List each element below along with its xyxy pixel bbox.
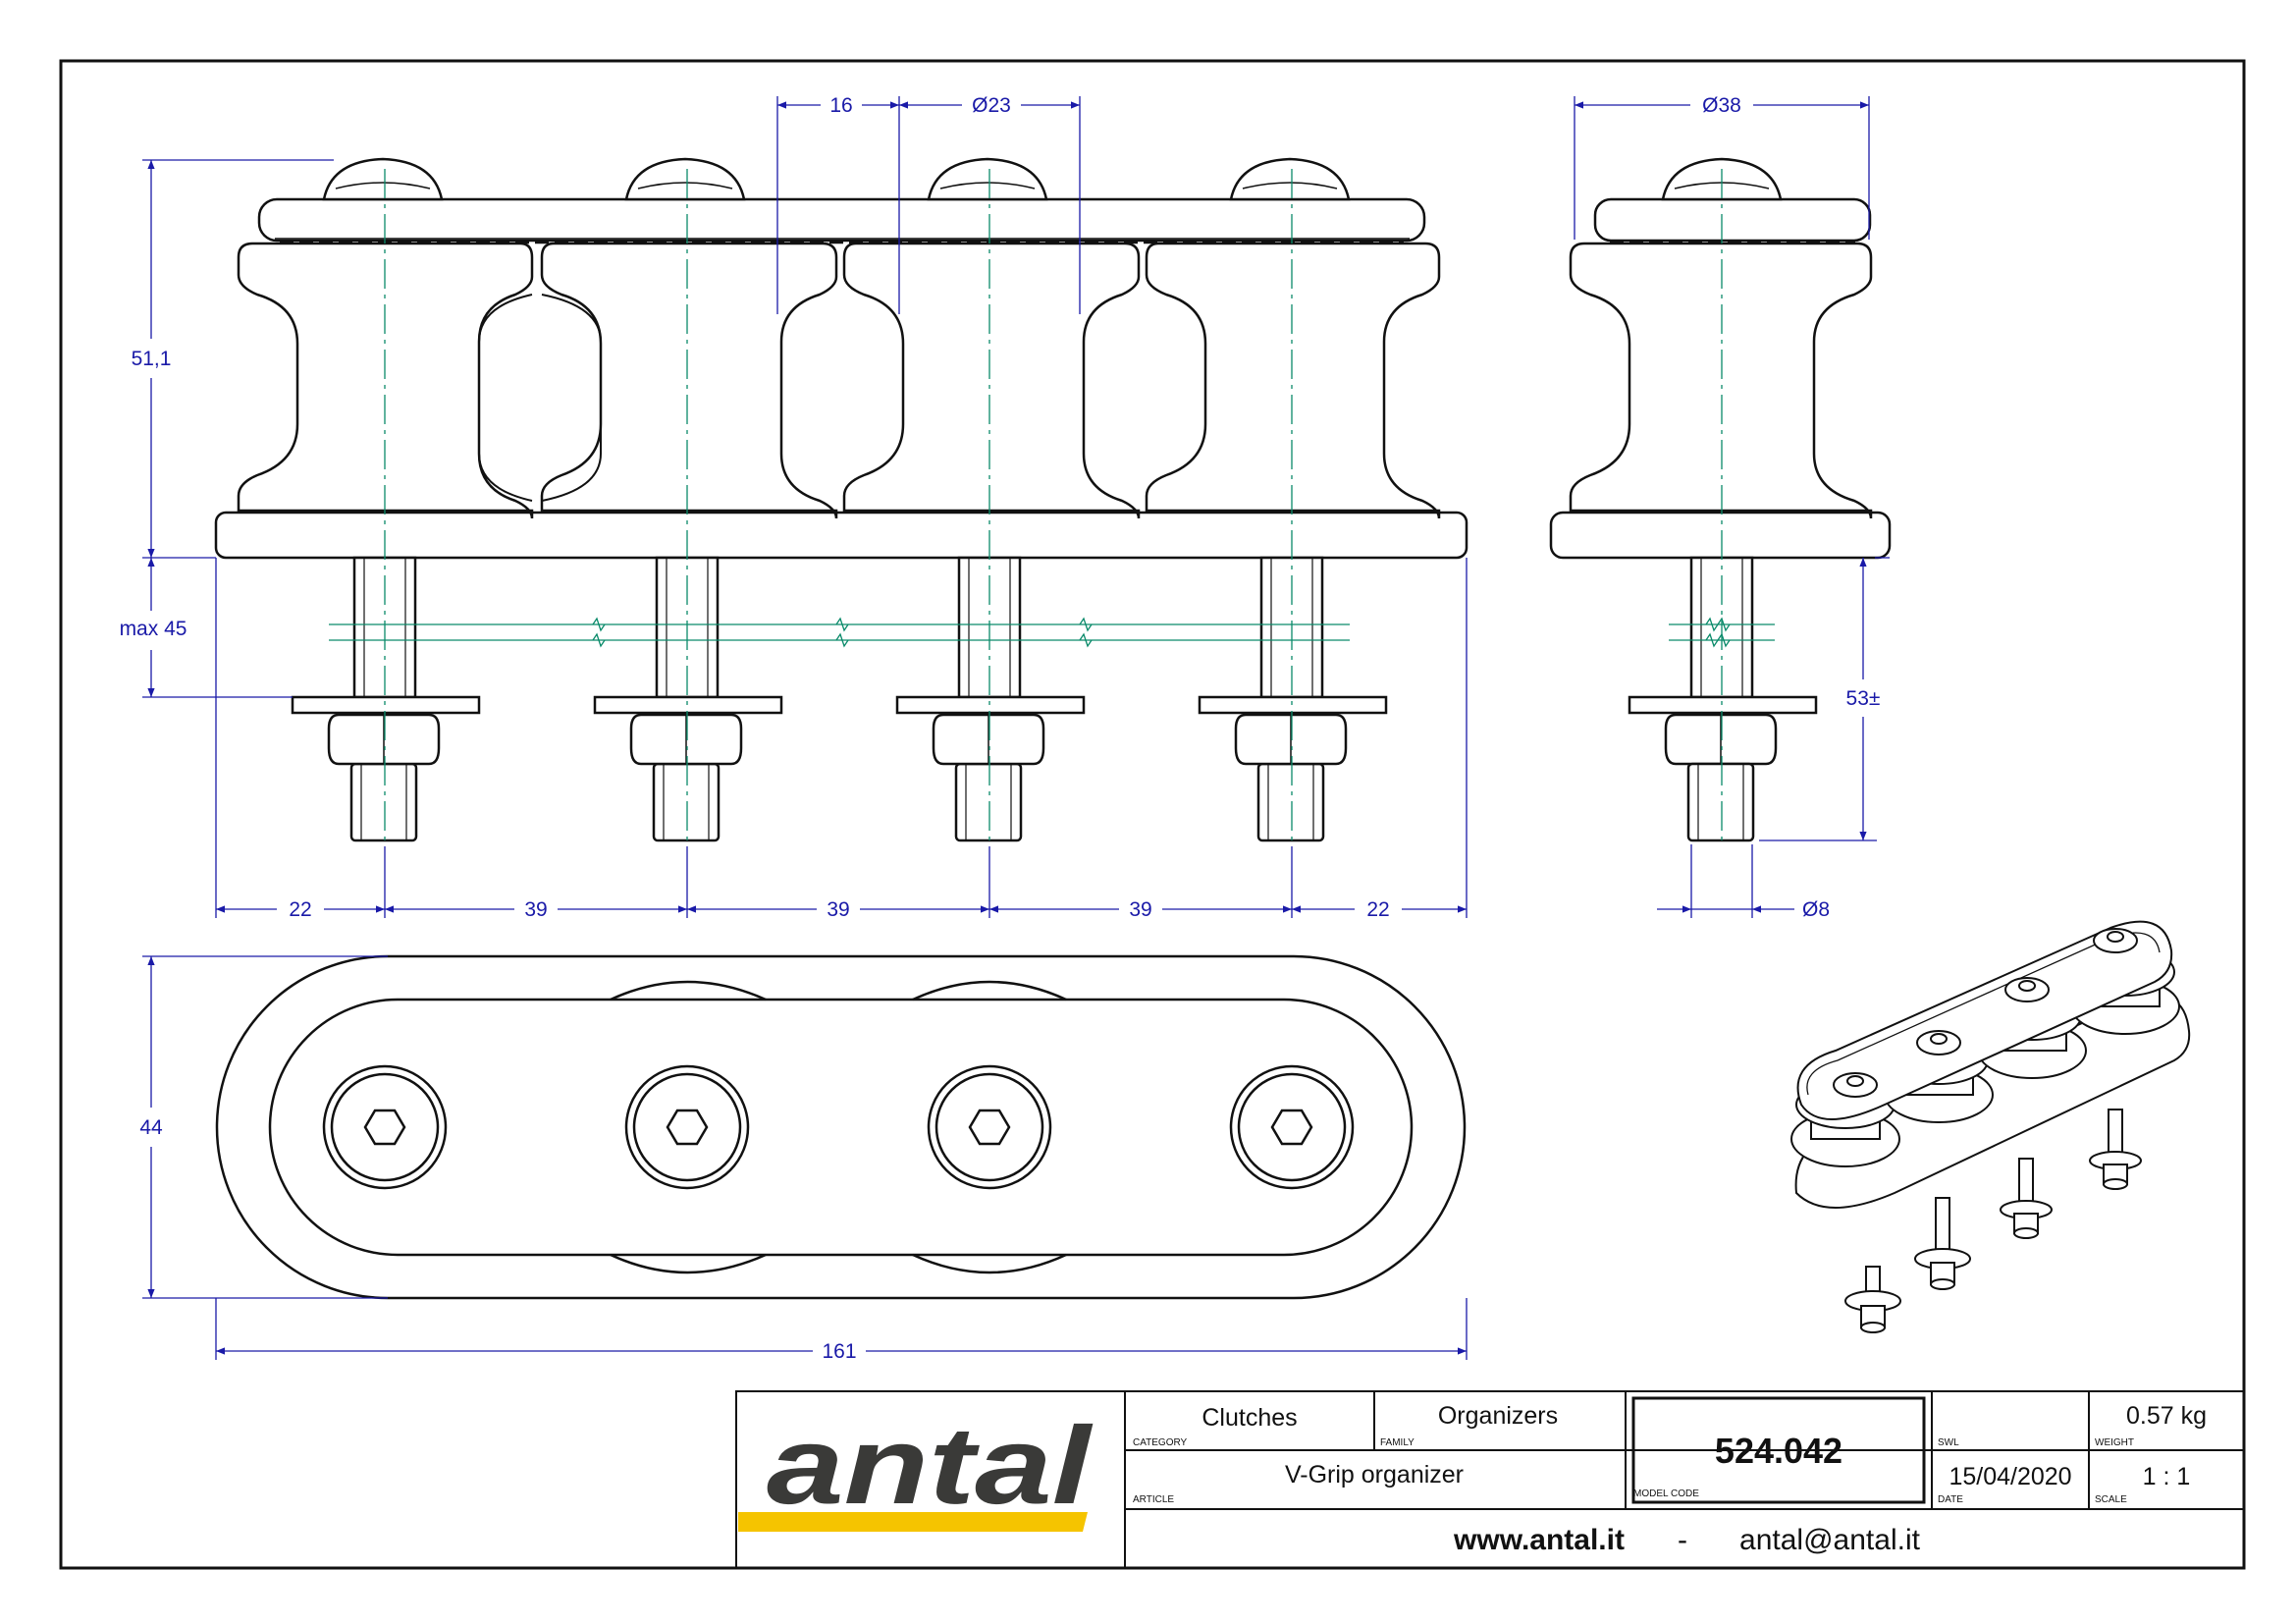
dim-44: 44 bbox=[139, 1116, 163, 1139]
side-top-plate bbox=[1593, 197, 1872, 243]
iso-top-plate bbox=[1796, 920, 2173, 1120]
dim-53: 53± bbox=[1846, 687, 1881, 710]
weight-label: WEIGHT bbox=[2095, 1437, 2134, 1448]
antal-logo: antal bbox=[738, 1404, 1095, 1532]
top-plate-outline bbox=[268, 998, 1414, 1257]
side-centerlines bbox=[1669, 169, 1775, 846]
dim-39-a: 39 bbox=[524, 898, 547, 921]
front-spool-4 bbox=[1145, 242, 1441, 519]
date-label: DATE bbox=[1938, 1494, 1963, 1505]
category-value: Clutches bbox=[1201, 1404, 1297, 1432]
dim-39-c: 39 bbox=[1129, 898, 1151, 921]
front-washers bbox=[291, 695, 1388, 715]
title-block bbox=[735, 1390, 2245, 1569]
logo-yellow-stripe bbox=[738, 1512, 1088, 1532]
scale-label: SCALE bbox=[2095, 1494, 2127, 1505]
front-screw-head-2 bbox=[624, 157, 746, 201]
front-rods bbox=[349, 556, 1325, 842]
front-screw-head-4 bbox=[1229, 157, 1351, 201]
dim-161: 161 bbox=[822, 1340, 856, 1363]
front-base-plate bbox=[214, 511, 1468, 560]
model-code-label: MODEL CODE bbox=[1633, 1489, 1699, 1499]
top-outer-outline bbox=[215, 954, 1467, 1300]
side-view bbox=[1549, 157, 1892, 842]
dimension-labels: 16 Ø23 Ø38 51,1 max 45 53± 22 39 39 39 2… bbox=[120, 94, 1881, 1363]
top-screw-heads bbox=[322, 1064, 1355, 1190]
isometric-view bbox=[1790, 920, 2191, 1333]
model-code-value: 524.042 bbox=[1715, 1431, 1842, 1471]
date-value: 15/04/2020 bbox=[1949, 1463, 2071, 1490]
weight-value: 0.57 kg bbox=[2126, 1402, 2207, 1430]
front-centerlines bbox=[329, 169, 1350, 846]
top-view bbox=[215, 954, 1467, 1300]
dim-22-left: 22 bbox=[289, 898, 311, 921]
dim-51-1: 51,1 bbox=[132, 348, 172, 370]
family-label: FAMILY bbox=[1380, 1437, 1415, 1448]
front-top-plate bbox=[257, 197, 1426, 243]
dim-diameter-8: Ø8 bbox=[1802, 898, 1830, 921]
front-screw-head-1 bbox=[322, 157, 444, 201]
article-value: V-Grip organizer bbox=[1285, 1461, 1464, 1489]
dim-diameter-23: Ø23 bbox=[972, 94, 1011, 117]
category-label: CATEGORY bbox=[1133, 1437, 1188, 1448]
logo-text: antal bbox=[767, 1404, 1095, 1527]
swl-label: SWL bbox=[1938, 1437, 1959, 1448]
dim-16: 16 bbox=[829, 94, 852, 117]
side-spool bbox=[1569, 242, 1873, 519]
dim-diameter-38: Ø38 bbox=[1702, 94, 1741, 117]
front-view bbox=[214, 157, 1468, 842]
dim-22-right: 22 bbox=[1366, 898, 1389, 921]
contact-separator: - bbox=[1678, 1524, 1687, 1556]
title-block-text: Clutches CATEGORY Organizers FAMILY V-Gr… bbox=[1133, 1402, 2207, 1556]
dimension-lines bbox=[142, 96, 1890, 1360]
family-value: Organizers bbox=[1438, 1402, 1558, 1430]
email-link[interactable]: antal@antal.it bbox=[1739, 1524, 1921, 1556]
front-spool-2 bbox=[540, 242, 838, 519]
dim-max-45: max 45 bbox=[120, 618, 187, 640]
dim-39-b: 39 bbox=[827, 898, 849, 921]
front-screw-head-3 bbox=[927, 157, 1048, 201]
scale-value: 1 : 1 bbox=[2143, 1463, 2191, 1490]
side-base-plate bbox=[1549, 511, 1892, 560]
website-link[interactable]: www.antal.it bbox=[1453, 1524, 1625, 1556]
front-nuts bbox=[327, 713, 1348, 766]
front-spool-3 bbox=[842, 242, 1141, 519]
front-spool-1 bbox=[237, 242, 534, 519]
article-label: ARTICLE bbox=[1133, 1494, 1174, 1505]
